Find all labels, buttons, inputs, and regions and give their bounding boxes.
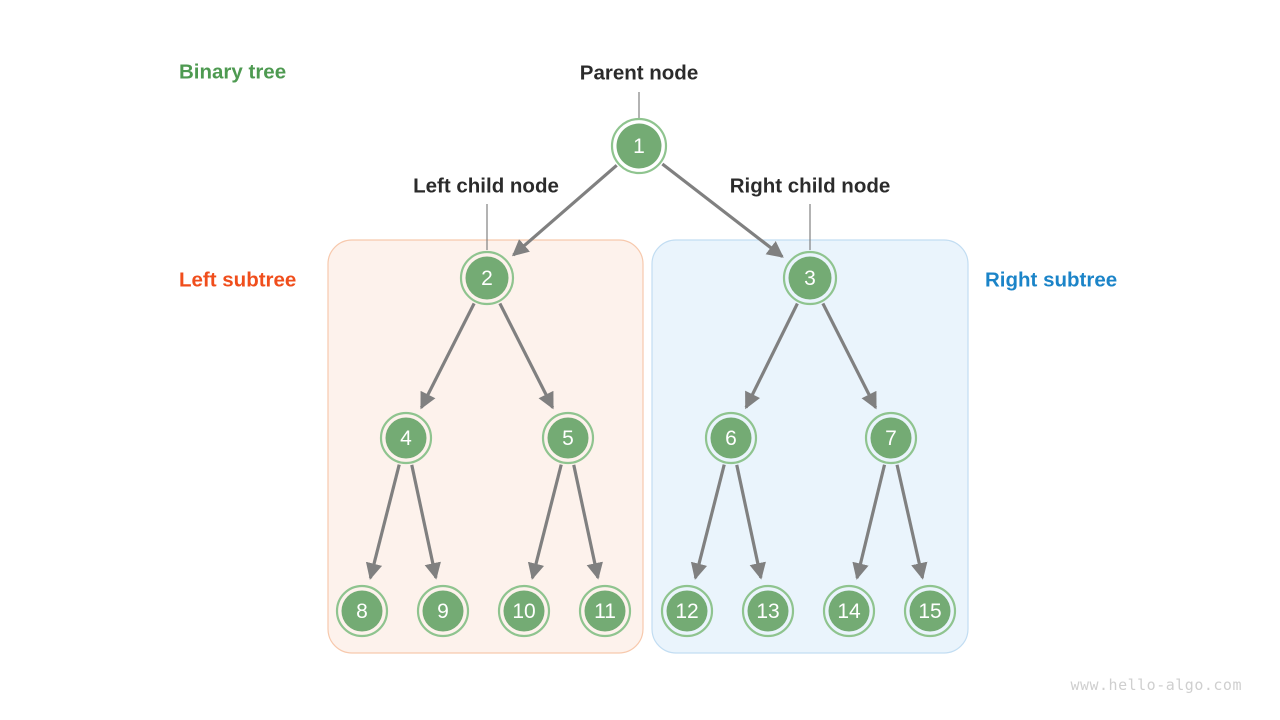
tree-node-2[interactable]: 2: [459, 250, 515, 306]
tree-node-11[interactable]: 11: [578, 584, 632, 638]
node-outer-ring: [704, 411, 758, 465]
node-value: 1: [633, 135, 645, 158]
tree-edge-4-to-8: [365, 464, 401, 580]
node-value: 12: [675, 600, 698, 623]
node-outer-ring: [610, 117, 668, 175]
node-value: 13: [756, 600, 779, 623]
node-circle: [666, 590, 708, 632]
tree-edge-7-to-14: [852, 464, 887, 580]
tree-edge-6-to-13: [735, 464, 766, 580]
tree-node-12[interactable]: 12: [660, 584, 714, 638]
node-outer-ring: [541, 411, 595, 465]
tree-node-8[interactable]: 8: [335, 584, 389, 638]
node-outer-ring: [578, 584, 632, 638]
node-circle: [547, 417, 589, 459]
left-child-node-callout-label: Left child node: [413, 175, 559, 198]
node-outer-ring: [660, 584, 714, 638]
subtree-boxes: [327, 239, 969, 654]
watermark: www.hello-algo.com: [1070, 676, 1242, 694]
tree-node-1[interactable]: 1: [610, 117, 668, 175]
node-outer-ring: [379, 411, 433, 465]
tree-edge-5-to-10: [527, 464, 563, 580]
tree-edge-4-to-9: [410, 464, 441, 580]
callout-pointers: [486, 92, 811, 250]
node-value: 4: [400, 427, 412, 450]
right-subtree-label: Right subtree: [985, 269, 1117, 292]
node-circle: [616, 123, 662, 169]
tree-node-9[interactable]: 9: [416, 584, 470, 638]
node-circle: [710, 417, 752, 459]
node-circle: [909, 590, 951, 632]
node-value: 6: [725, 427, 737, 450]
node-outer-ring: [741, 584, 795, 638]
node-value: 15: [918, 600, 941, 623]
node-outer-ring: [497, 584, 551, 638]
tree-edge-3-to-6: [744, 302, 799, 410]
node-circle: [747, 590, 789, 632]
node-circle: [788, 256, 832, 300]
tree-node-4[interactable]: 4: [379, 411, 433, 465]
node-value: 9: [437, 600, 449, 623]
right-child-node-callout-label: Right child node: [730, 175, 891, 198]
tree-node-3[interactable]: 3: [782, 250, 838, 306]
node-circle: [828, 590, 870, 632]
left-subtree-label: Left subtree: [179, 269, 296, 292]
node-outer-ring: [903, 584, 957, 638]
tree-node-7[interactable]: 7: [864, 411, 918, 465]
node-outer-ring: [822, 584, 876, 638]
left-subtree-box: [327, 239, 644, 654]
tree-edge-3-to-7: [821, 302, 878, 410]
node-value: 11: [594, 600, 616, 623]
node-outer-ring: [416, 584, 470, 638]
node-outer-ring: [459, 250, 515, 306]
node-value: 14: [837, 600, 861, 623]
node-circle: [584, 590, 626, 632]
tree-edge-2-to-5: [498, 302, 555, 410]
tree-edges: [365, 162, 928, 580]
node-outer-ring: [864, 411, 918, 465]
node-circle: [385, 417, 427, 459]
parent-node-callout-label: Parent node: [580, 62, 698, 85]
tree-edge-7-to-15: [895, 464, 928, 580]
node-value: 8: [356, 600, 368, 623]
node-value: 5: [562, 427, 574, 450]
node-outer-ring: [335, 584, 389, 638]
node-value: 7: [885, 427, 897, 450]
tree-edge-6-to-12: [690, 464, 726, 580]
tree-node-13[interactable]: 13: [741, 584, 795, 638]
node-value: 3: [804, 267, 816, 290]
tree-edge-1-to-3: [661, 162, 784, 258]
tree-node-14[interactable]: 14: [822, 584, 876, 638]
node-circle: [503, 590, 545, 632]
node-circle: [465, 256, 509, 300]
tree-node-10[interactable]: 10: [497, 584, 551, 638]
tree-node-15[interactable]: 15: [903, 584, 957, 638]
node-value: 10: [512, 600, 535, 623]
tree-edge-1-to-2: [511, 164, 618, 257]
tree-node-6[interactable]: 6: [704, 411, 758, 465]
right-subtree-box: [651, 239, 969, 654]
node-circle: [341, 590, 383, 632]
node-outer-ring: [782, 250, 838, 306]
diagram-title: Binary tree: [179, 61, 286, 84]
tree-edge-2-to-4: [419, 302, 476, 410]
node-circle: [422, 590, 464, 632]
tree-edge-5-to-11: [572, 464, 603, 580]
node-value: 2: [481, 267, 493, 290]
node-circle: [870, 417, 912, 459]
tree-node-5[interactable]: 5: [541, 411, 595, 465]
